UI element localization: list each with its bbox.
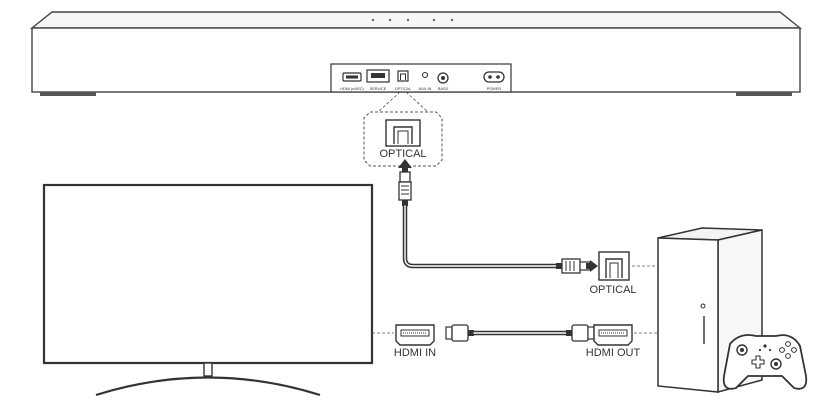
hdmi-arc-label: HDMI (eARC) <box>340 87 364 91</box>
console-front <box>657 237 719 393</box>
zoom-line-right <box>405 91 429 113</box>
zoom-line-left <box>377 91 401 113</box>
service-label: SERVICE <box>370 87 387 91</box>
top-button-icon <box>450 18 454 22</box>
optical-port <box>397 70 409 82</box>
optical-cable <box>402 203 559 269</box>
optical-socket-icon <box>385 119 421 147</box>
top-button-icon <box>388 18 392 22</box>
top-button-icon <box>432 18 436 22</box>
tv-screen <box>42 183 374 365</box>
hdmi-out-label: HDMI OUT <box>586 347 641 359</box>
controller-icon <box>722 334 808 390</box>
console-optical-label: OPTICAL <box>589 284 636 296</box>
console-optical-socket-icon <box>598 251 630 281</box>
console-hdmi-port-icon <box>593 324 633 346</box>
aux-in-label: AUX IN <box>419 87 432 91</box>
optical-callout: OPTICAL <box>363 111 443 167</box>
top-button-icon <box>406 18 410 22</box>
tv-hdmi-port-icon <box>395 324 435 346</box>
optical-plug-top <box>398 171 412 206</box>
arrow-up-icon <box>398 159 412 173</box>
optical-cable-highlight <box>404 205 557 267</box>
tv-stand <box>95 376 321 397</box>
hdmi-plug-left <box>445 324 474 342</box>
soundbar-foot-left <box>40 92 96 96</box>
hdmi-arc-port <box>342 72 362 82</box>
tv <box>42 183 374 397</box>
tv-neck <box>203 362 213 377</box>
bass-label: BASS <box>438 87 449 91</box>
soundbar-foot-right <box>736 92 792 96</box>
arrow-right-icon <box>586 260 598 272</box>
optical-plug-side <box>556 258 591 274</box>
console-power-button-icon <box>700 303 706 309</box>
soundbar-top <box>30 11 802 29</box>
top-button-icon <box>371 18 375 22</box>
power-port <box>483 71 505 83</box>
optical-callout-label: OPTICAL <box>379 148 426 160</box>
power-label: POWER <box>487 87 502 91</box>
aux-in-port <box>421 71 429 79</box>
hdmi-in-label: HDMI IN <box>394 347 436 359</box>
soundbar: HDMI (eARC) SERVICE OPTICAL AUX IN BASS … <box>30 11 802 96</box>
optical-port-label: OPTICAL <box>395 87 411 91</box>
bass-knob <box>437 72 449 84</box>
hdmi-plug-right <box>566 324 595 342</box>
service-port <box>366 69 390 83</box>
